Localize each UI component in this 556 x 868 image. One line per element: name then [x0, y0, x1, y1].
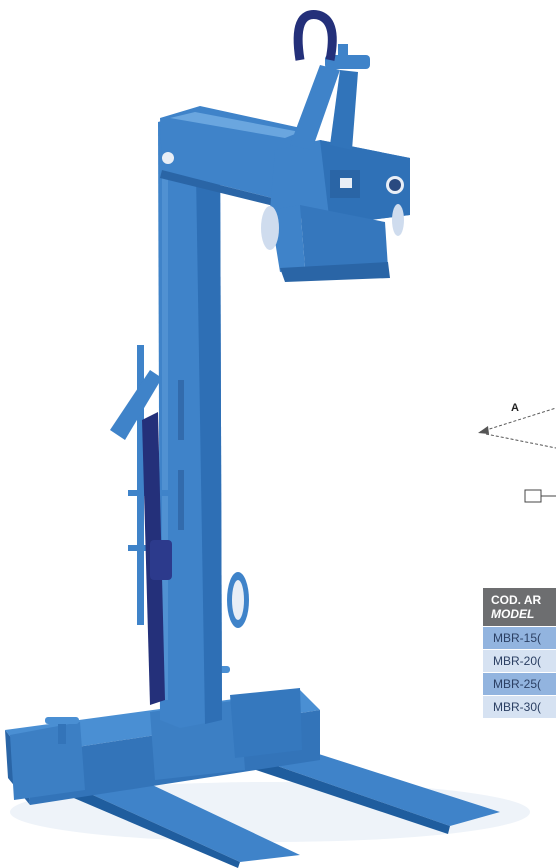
table-row: MBR-15(	[483, 626, 556, 649]
vertical-mast	[158, 112, 222, 728]
strap	[142, 412, 172, 705]
dimension-diagram	[478, 407, 556, 503]
lifting-head	[162, 10, 410, 282]
fork-right	[256, 748, 500, 834]
mast-decals	[178, 380, 184, 530]
table-row: MBR-20(	[483, 649, 556, 672]
fork-handle-left	[45, 717, 79, 744]
header-code-label: COD. AR	[491, 593, 542, 607]
header-model-label: MODEL	[491, 607, 535, 621]
lower-counterweight	[227, 572, 249, 628]
dimension-label-a: A	[511, 402, 519, 414]
table-row: MBR-30(	[483, 695, 556, 718]
table-row: MBR-25(	[483, 672, 556, 695]
model-table: COD. AR MODEL MBR-15( MBR-20( MBR-25( MB…	[483, 588, 556, 718]
table-header: COD. AR MODEL	[483, 588, 556, 626]
